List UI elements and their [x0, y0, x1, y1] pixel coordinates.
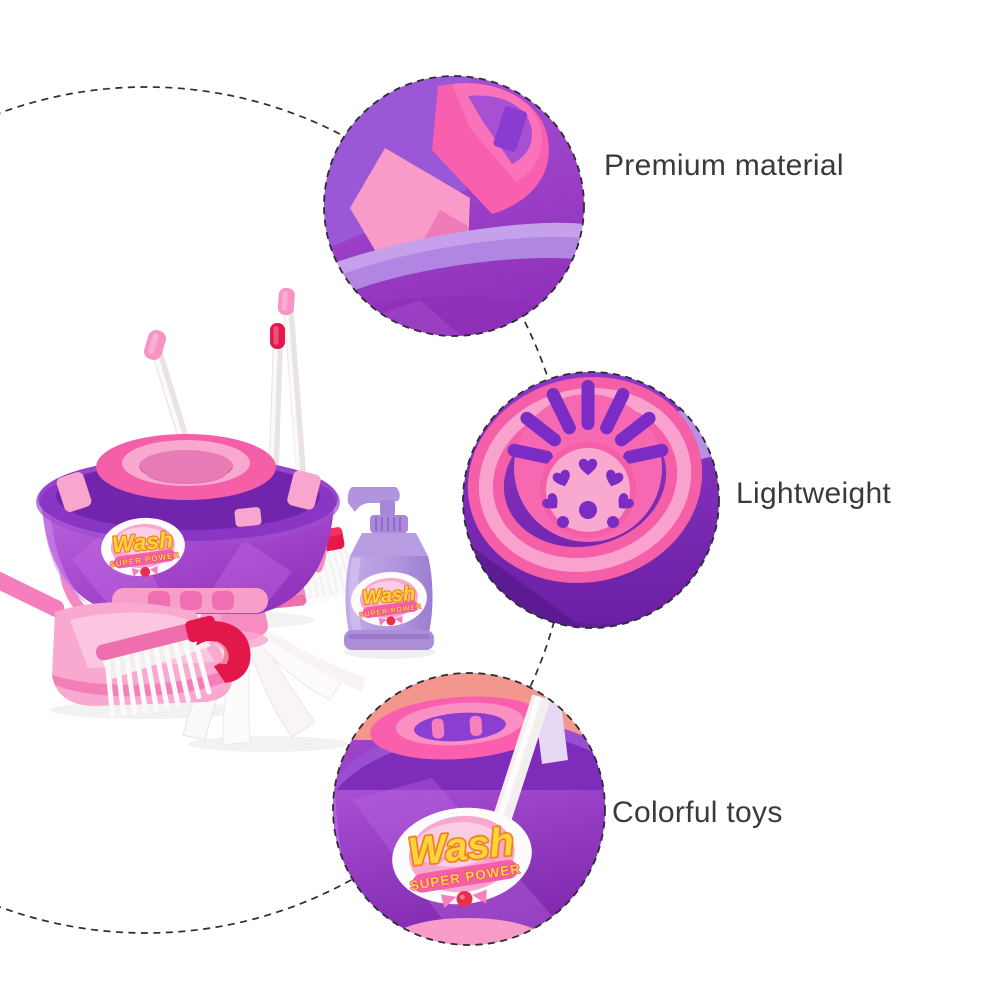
wringer-closeup	[370, 696, 550, 760]
callout-circle-lightweight	[462, 371, 720, 629]
callout-label-colorful-toys: Colorful toys	[612, 796, 783, 829]
wash-logo: Wash SUPER POWER	[101, 517, 185, 577]
heart-holes	[542, 458, 634, 528]
callout-circle-colorful: Wash SUPER POWER	[332, 672, 606, 946]
dustpan-cap	[270, 323, 285, 349]
mop-cap	[143, 330, 167, 360]
soap-bottle: Wash SUPER POWER	[344, 487, 434, 650]
wringer-basket	[96, 434, 276, 500]
callout-label-premium-material: Premium material	[604, 149, 844, 182]
wash-logo: Wash SUPER POWER	[392, 807, 532, 909]
broom-cap	[277, 287, 295, 316]
bucket: Wash SUPER POWER	[36, 434, 340, 633]
callout-label-lightweight: Lightweight	[736, 477, 892, 510]
hand-brush	[95, 615, 251, 717]
wash-logo: Wash SUPER POWER	[351, 571, 427, 627]
